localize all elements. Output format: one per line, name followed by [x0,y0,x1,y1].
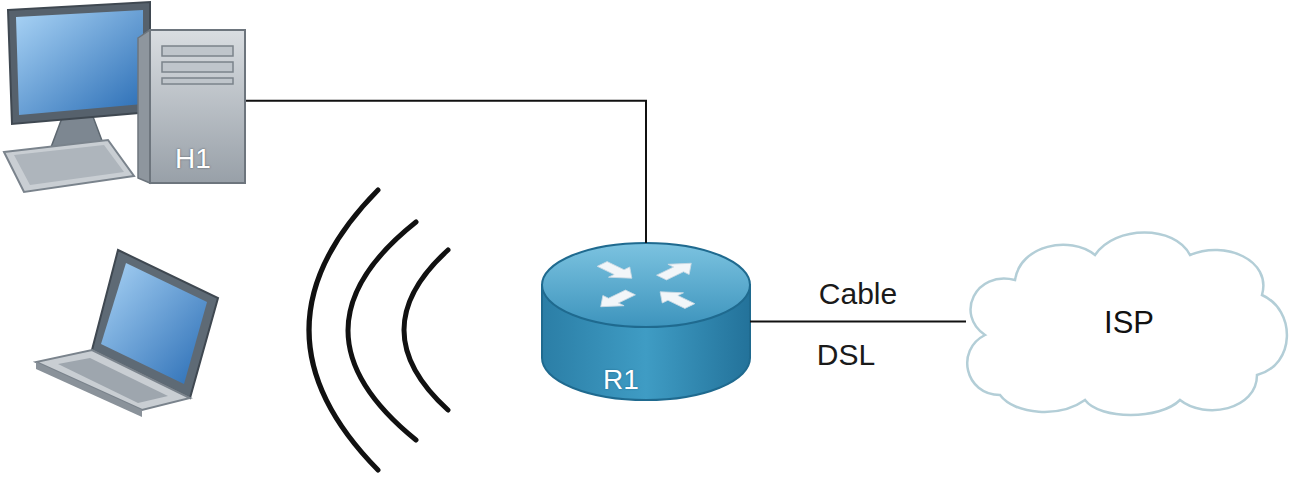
tower-side [138,30,150,183]
link-line [246,101,646,243]
router-arrow [590,287,641,311]
tower-icon [138,30,245,183]
node-label: H1 [175,143,211,175]
wave-arc [309,190,378,470]
monitor-screen [16,10,143,115]
drive-bay [162,78,233,84]
computer-node: H1 [140,28,246,183]
monitor-bezel [8,2,150,124]
node-label: R1 [603,364,639,396]
node-label: ISP [1104,305,1154,341]
cloud-node: ISP [966,228,1292,418]
keyboard-keys [14,145,124,185]
tower-front [150,30,245,183]
laptop-icon [36,250,218,417]
drive-bay [162,46,233,56]
laptop-edge [36,362,142,417]
router-icon [542,243,750,400]
monitor-icon [4,2,150,192]
link-label: Cable [816,277,900,312]
isp-cloud [967,233,1287,416]
router-arrow [592,259,643,283]
link-type-label: DSL [814,338,878,373]
drive-bay [162,62,233,72]
router-arrows [590,258,702,312]
router-arrow [651,258,702,282]
router-top [542,243,750,327]
router-arrow [650,287,701,311]
router-node: R1 [542,243,750,400]
wave-arc [404,250,448,410]
link-line [750,321,966,323]
wireless-waves [309,190,448,470]
keyboard [4,140,134,192]
